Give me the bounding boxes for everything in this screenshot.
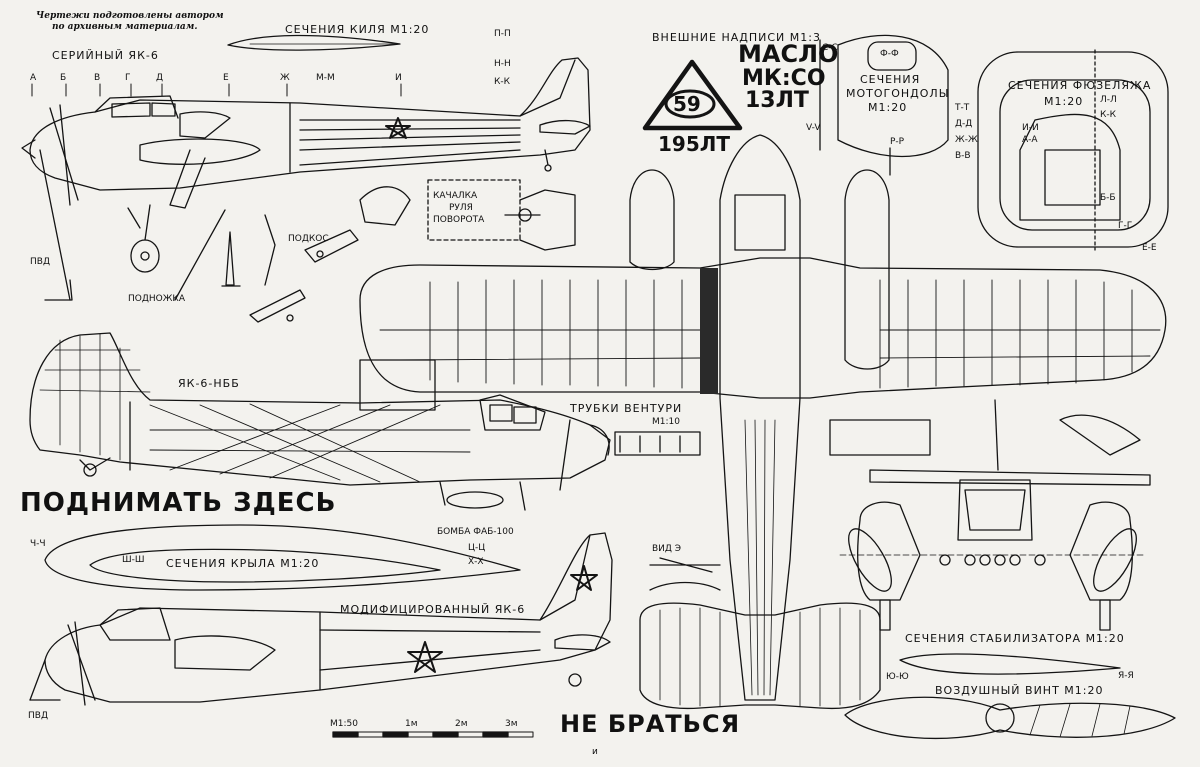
fuel-number: 59 (673, 92, 701, 116)
section-mark-g: Г-Г (1118, 221, 1133, 231)
section-mark-r: Р-Р (890, 137, 905, 147)
rudder-rocker-line-3: ПОВОРОТА (433, 215, 485, 225)
nacelle-sections-line-3: М1:20 (868, 101, 908, 114)
pvd-label-top: ПВД (30, 257, 50, 267)
scale-label: М1:50 (330, 719, 358, 729)
top-view-aircraft (359, 134, 1167, 710)
fuselage-sections-line-2: М1:20 (1044, 95, 1084, 108)
section-mark-k2: К-К (1100, 110, 1117, 120)
serial-yak6-title: СЕРИЙНЫЙ ЯК-6 (52, 49, 159, 62)
fin-section-profiles (227, 34, 401, 51)
scale-1m: 1м (405, 719, 418, 729)
propeller-blade (844, 696, 1176, 740)
view-e-label: ВИД Э (652, 544, 682, 554)
front-view (839, 399, 1151, 631)
stabilizer-section (899, 653, 1121, 675)
station-d: Д (156, 73, 164, 83)
fin-sections-title: СЕЧЕНИЯ КИЛЯ М1:20 (285, 23, 430, 36)
oil-marking-line-3: 13ЛТ (745, 88, 809, 113)
nbb-side-view (29, 332, 611, 511)
section-mark-a: А-А (1022, 135, 1038, 145)
station-zh: Ж (280, 73, 290, 83)
section-mark-m: М-М (316, 73, 335, 83)
fuselage-sections-line-1: СЕЧЕНИЯ ФЮЗЕЛЯЖА (1008, 79, 1152, 92)
station-g: Г (125, 73, 131, 83)
station-a: А (30, 73, 37, 83)
oil-marking-line-1: МАСЛО (738, 40, 839, 68)
scale-3m: 3м (505, 719, 518, 729)
section-mark-sh: Ш-Ш (122, 555, 145, 565)
section-mark-d: Д-Д (955, 119, 973, 129)
credit-line-1: Чертежи подготовлены автором (36, 11, 224, 21)
section-mark-kh: Х-Х (468, 557, 484, 567)
section-mark-k: К-К (494, 77, 511, 87)
hinge-details (829, 414, 1141, 456)
station-b: Б (60, 73, 67, 83)
rudder-rocker-line-1: КАЧАЛКА (433, 191, 478, 201)
section-mark-p: П-П (494, 29, 511, 39)
venturi-tubes (614, 431, 701, 456)
section-mark-s: С-С (822, 43, 838, 53)
bomb-label: БОМБА ФАБ-100 (437, 527, 514, 537)
section-mark-n: Н-Н (494, 59, 511, 69)
venturi-label: ТРУБКИ ВЕНТУРИ (570, 402, 683, 415)
section-mark-ts: Ц-Ц (468, 543, 486, 553)
wing-sections-title: СЕЧЕНИЯ КРЫЛА М1:20 (166, 557, 320, 570)
section-mark-i: И-И (1022, 123, 1039, 133)
section-mark-f: Ф-Ф (880, 49, 899, 59)
station-i: И (395, 73, 402, 83)
venturi-scale: М1:10 (652, 417, 680, 427)
modified-yak6-side-view (29, 532, 613, 706)
fuel-volume: 195ЛТ (658, 132, 731, 156)
modified-yak6-title: МОДИФИЦИРОВАННЫЙ ЯК-6 (340, 603, 526, 616)
step-label: ПОДНОЖКА (128, 294, 185, 304)
markings-title: ВНЕШНИЕ НАДПИСИ М1:3 (652, 31, 821, 44)
wing-section-profiles (44, 524, 521, 591)
serial-yak6-side-view (21, 57, 591, 323)
rudder-rocker-line-2: РУЛЯ (449, 203, 473, 213)
nacelle-sections (819, 34, 949, 176)
view-e-detail (649, 557, 721, 591)
oil-marking-line-2: МК:СО (742, 66, 826, 91)
section-mark-ch: Ч-Ч (30, 539, 46, 549)
section-mark-l: Л-Л (1100, 95, 1117, 105)
fuel-marking-triangle (642, 59, 743, 131)
no-hold-stencil: НЕ БРАТЬСЯ (560, 710, 741, 738)
section-mark-zh: Ж-Ж (955, 135, 978, 145)
nbb-title: ЯК-6-НББ (178, 377, 240, 390)
section-mark-e: Е-Е (1142, 243, 1157, 253)
propeller-title: ВОЗДУШНЫЙ ВИНТ М1:20 (935, 684, 1104, 697)
nacelle-sections-line-2: МОТОГОНДОЛЫ (846, 87, 950, 100)
lift-here-stencil: ПОДНИМАТЬ ЗДЕСЬ (20, 488, 337, 518)
fuselage-sections (977, 49, 1169, 251)
stabilizer-sections-title: СЕЧЕНИЯ СТАБИЛИЗАТОРА М1:20 (905, 632, 1125, 645)
scale-bar-graphic (332, 731, 534, 738)
page-mark: и (592, 747, 598, 757)
nacelle-sections-line-1: СЕЧЕНИЯ (860, 73, 921, 86)
rudder-rocker-detail (359, 179, 576, 251)
section-mark-v-latin: V-V (806, 123, 821, 133)
pvd-label-bottom: ПВД (28, 711, 48, 721)
section-mark-yu: Ю-Ю (886, 672, 909, 682)
station-e: Е (223, 73, 229, 83)
section-mark-t: Т-Т (955, 103, 970, 113)
station-v: В (94, 73, 101, 83)
section-mark-b: Б-Б (1100, 193, 1116, 203)
strut-label: ПОДКОС (288, 234, 329, 244)
credit-line-2: по архивным материалам. (52, 22, 198, 32)
scale-2m: 2м (455, 719, 468, 729)
section-mark-ya: Я-Я (1118, 671, 1134, 681)
section-mark-v: В-В (955, 151, 971, 161)
